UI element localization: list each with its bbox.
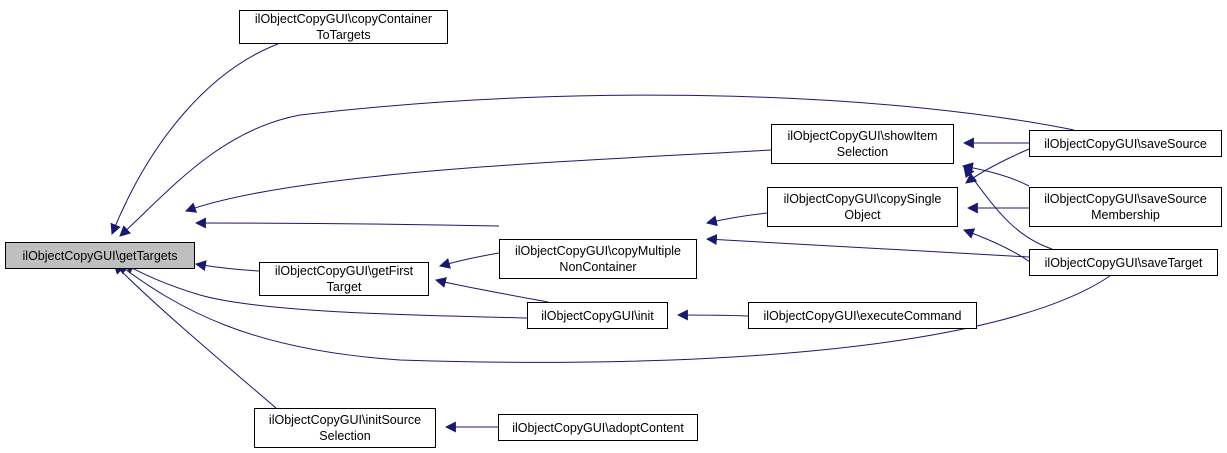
node-label-line: Membership bbox=[1091, 208, 1160, 222]
node-init[interactable]: ilObjectCopyGUI\init bbox=[527, 302, 668, 329]
node-label-line: ilObjectCopyGUI\executeCommand bbox=[763, 308, 962, 323]
node-label-line: NonContainer bbox=[559, 260, 637, 274]
edge-copyContainerToTargets-to-getTargets bbox=[110, 43, 279, 236]
edge-saveSourceMembership-to-showItemSelection bbox=[961, 162, 1030, 187]
node-label-line: ilObjectCopyGUI\adoptContent bbox=[512, 420, 684, 435]
node-saveTarget[interactable]: ilObjectCopyGUI\saveTarget bbox=[1029, 249, 1218, 276]
edge-getFirstTarget-to-getTargets bbox=[194, 260, 260, 272]
node-adoptContent[interactable]: ilObjectCopyGUI\adoptContent bbox=[498, 414, 698, 441]
edge-executeCommand-to-init bbox=[676, 309, 749, 321]
node-label-line: ilObjectCopyGUI\copySingle bbox=[783, 192, 942, 206]
edge-saveTarget-to-copySingleObject bbox=[962, 228, 1031, 263]
node-label-line: Object bbox=[844, 208, 881, 222]
node-label-line: ilObjectCopyGUI\getFirst bbox=[274, 264, 414, 278]
edge-saveSource-to-getTargets bbox=[119, 94, 1075, 237]
edge-copyMultipleNonContainer-to-getTargets bbox=[194, 217, 500, 229]
node-label-line: ilObjectCopyGUI\init bbox=[541, 308, 654, 323]
node-label-line: ilObjectCopyGUI\initSource bbox=[268, 413, 422, 427]
edge-showItemSelection-to-getTargets bbox=[184, 149, 772, 213]
node-label-line: ilObjectCopyGUI\getTargets bbox=[22, 248, 178, 263]
node-saveSource[interactable]: ilObjectCopyGUI\saveSource bbox=[1029, 130, 1222, 157]
node-label-line: ilObjectCopyGUI\copyMultiple bbox=[514, 244, 682, 258]
edge-init-to-getFirstTarget bbox=[434, 277, 549, 303]
edge-copyMultipleNonContainer-to-getFirstTarget bbox=[438, 252, 500, 269]
edge-copySingleObject-to-copyMultipleNonContainer bbox=[705, 212, 768, 227]
node-label-line: ilObjectCopyGUI\saveSource bbox=[1044, 136, 1207, 151]
edge-initSourceSelection-to-getTargets bbox=[113, 263, 277, 409]
edge-init-to-getTargets bbox=[123, 263, 528, 319]
node-label-line: Target bbox=[326, 280, 362, 294]
node-label-line: ilObjectCopyGUI\saveTarget bbox=[1044, 255, 1203, 270]
edge-saveTarget-to-getTargets bbox=[117, 263, 1111, 363]
node-label-line: ilObjectCopyGUI\showItem bbox=[787, 129, 938, 143]
node-getTargets[interactable]: ilObjectCopyGUI\getTargets bbox=[5, 242, 195, 269]
node-label-line: ilObjectCopyGUI\saveSource bbox=[1044, 192, 1207, 206]
node-label-line: Selection bbox=[319, 429, 371, 443]
node-label-line: ilObjectCopyGUI\copyContainer bbox=[254, 12, 433, 26]
node-label-line: ToTargets bbox=[316, 28, 371, 42]
node-label-line: Selection bbox=[836, 145, 889, 159]
edge-saveTarget-to-copyMultipleNonContainer bbox=[705, 234, 1030, 258]
node-executeCommand[interactable]: ilObjectCopyGUI\executeCommand bbox=[748, 302, 977, 329]
